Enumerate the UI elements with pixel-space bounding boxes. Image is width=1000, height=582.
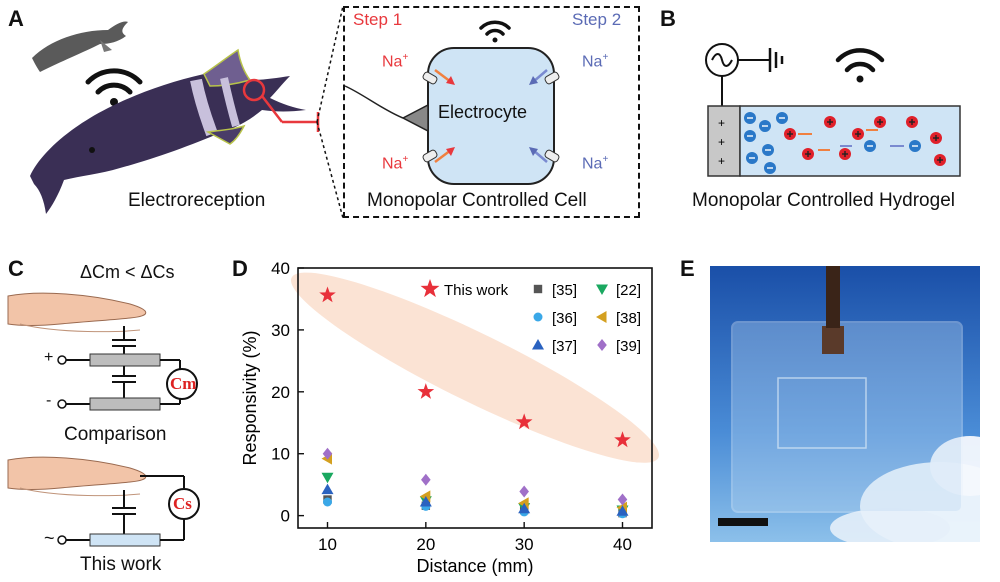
legend-marker-36 [533, 312, 543, 322]
y-tick-label: 0 [281, 507, 290, 526]
na-ion-label: Na+ [382, 154, 409, 173]
wifi-signal-icon [835, 48, 885, 83]
legend-marker-39 [597, 339, 607, 351]
legend-label-22: [22] [616, 282, 641, 299]
svg-text:+: + [718, 135, 725, 149]
wifi-signal-icon [85, 68, 143, 106]
caption-monopolar-hydrogel: Monopolar Controlled Hydrogel [692, 190, 955, 211]
hydrogel-photo [710, 266, 980, 542]
y-axis-label: Responsivity (%) [240, 330, 260, 465]
legend-marker-38 [596, 311, 607, 323]
panel-e-letter: E [680, 256, 695, 281]
legend-marker-35 [533, 284, 543, 294]
y-tick-label: 20 [271, 383, 290, 402]
terminal-minus: - [46, 392, 52, 409]
terminal-plus: + [44, 349, 54, 366]
data-point-37 [616, 505, 629, 516]
legend-label-36: [36] [552, 310, 577, 327]
electric-fish-icon [30, 48, 306, 214]
panel-d-letter: D [232, 256, 248, 281]
panel-a-letter: A [8, 6, 24, 31]
data-point-39 [322, 447, 333, 460]
svg-text:+: + [718, 154, 725, 168]
small-fish-icon [32, 21, 128, 72]
y-tick-label: 30 [271, 321, 290, 340]
nerve-terminal [401, 103, 429, 133]
legend-marker-this-work [420, 279, 440, 298]
caption-comparison: Comparison [64, 424, 167, 445]
wifi-signal-icon [479, 20, 511, 43]
data-point-this-work [417, 383, 435, 399]
circuit-diagrams [7, 292, 200, 547]
nerve-fiber [344, 85, 404, 119]
panel-c-letter: C [8, 256, 24, 281]
cs-label: Cs [173, 494, 192, 513]
data-point-this-work [614, 431, 631, 448]
panel-b-letter: B [660, 6, 676, 31]
zoom-connector [316, 5, 344, 219]
data-point-37 [321, 483, 334, 495]
caption-electroreception: Electroreception [128, 190, 266, 211]
data-point-this-work [515, 413, 533, 430]
na-ion-label: Na+ [582, 52, 609, 71]
cm-meter [166, 368, 198, 400]
data-point-39 [421, 473, 431, 486]
x-tick-label: 40 [613, 535, 632, 554]
na-ion-label: Na+ [582, 154, 609, 173]
caption-this-work: This work [80, 554, 162, 575]
legend-label-this-work: This work [444, 282, 509, 299]
highlight-ellipse [290, 272, 660, 463]
na-ion-label: Na+ [382, 52, 409, 71]
data-point-39 [519, 485, 529, 498]
legend-label-39: [39] [616, 338, 641, 355]
plot-frame [297, 267, 653, 529]
terminal-ac: ~ [44, 528, 55, 548]
legend-label-37: [37] [552, 338, 577, 355]
cm-label: Cm [170, 374, 197, 393]
data-point-36 [323, 497, 332, 507]
legend-label-38: [38] [616, 310, 641, 327]
fish-illustration [30, 21, 320, 214]
step1-label: Step 1 [353, 10, 403, 29]
x-tick-label: 20 [416, 535, 435, 554]
cell-diagram-box [343, 6, 640, 218]
legend-marker-37 [532, 339, 544, 350]
legend-label-35: [35] [552, 282, 577, 299]
svg-text:+: + [718, 116, 725, 130]
legend-marker-22 [596, 284, 608, 295]
hand-icon [7, 456, 147, 490]
x-axis-label: Distance (mm) [416, 556, 533, 576]
clip-icon [822, 326, 844, 354]
step2-label: Step 2 [572, 10, 622, 29]
scale-bar [718, 518, 768, 526]
x-tick-label: 30 [515, 535, 534, 554]
data-point-this-work [319, 286, 336, 303]
electrocyte-diagram [344, 20, 560, 185]
hydrogel-diagram: + + + [705, 43, 961, 177]
hand-icon [7, 292, 147, 326]
hydrogel-sample [731, 321, 963, 513]
x-tick-label: 10 [318, 535, 337, 554]
data-point-37 [419, 496, 432, 507]
data-point-22 [321, 472, 334, 484]
y-tick-label: 10 [271, 445, 290, 464]
y-tick-label: 40 [271, 259, 290, 278]
capacitance-equation: ΔCm < ΔCs [80, 262, 175, 282]
data-point-37 [518, 502, 531, 514]
caption-monopolar-cell: Monopolar Controlled Cell [367, 190, 587, 211]
electrocyte-label: Electrocyte [438, 102, 528, 122]
